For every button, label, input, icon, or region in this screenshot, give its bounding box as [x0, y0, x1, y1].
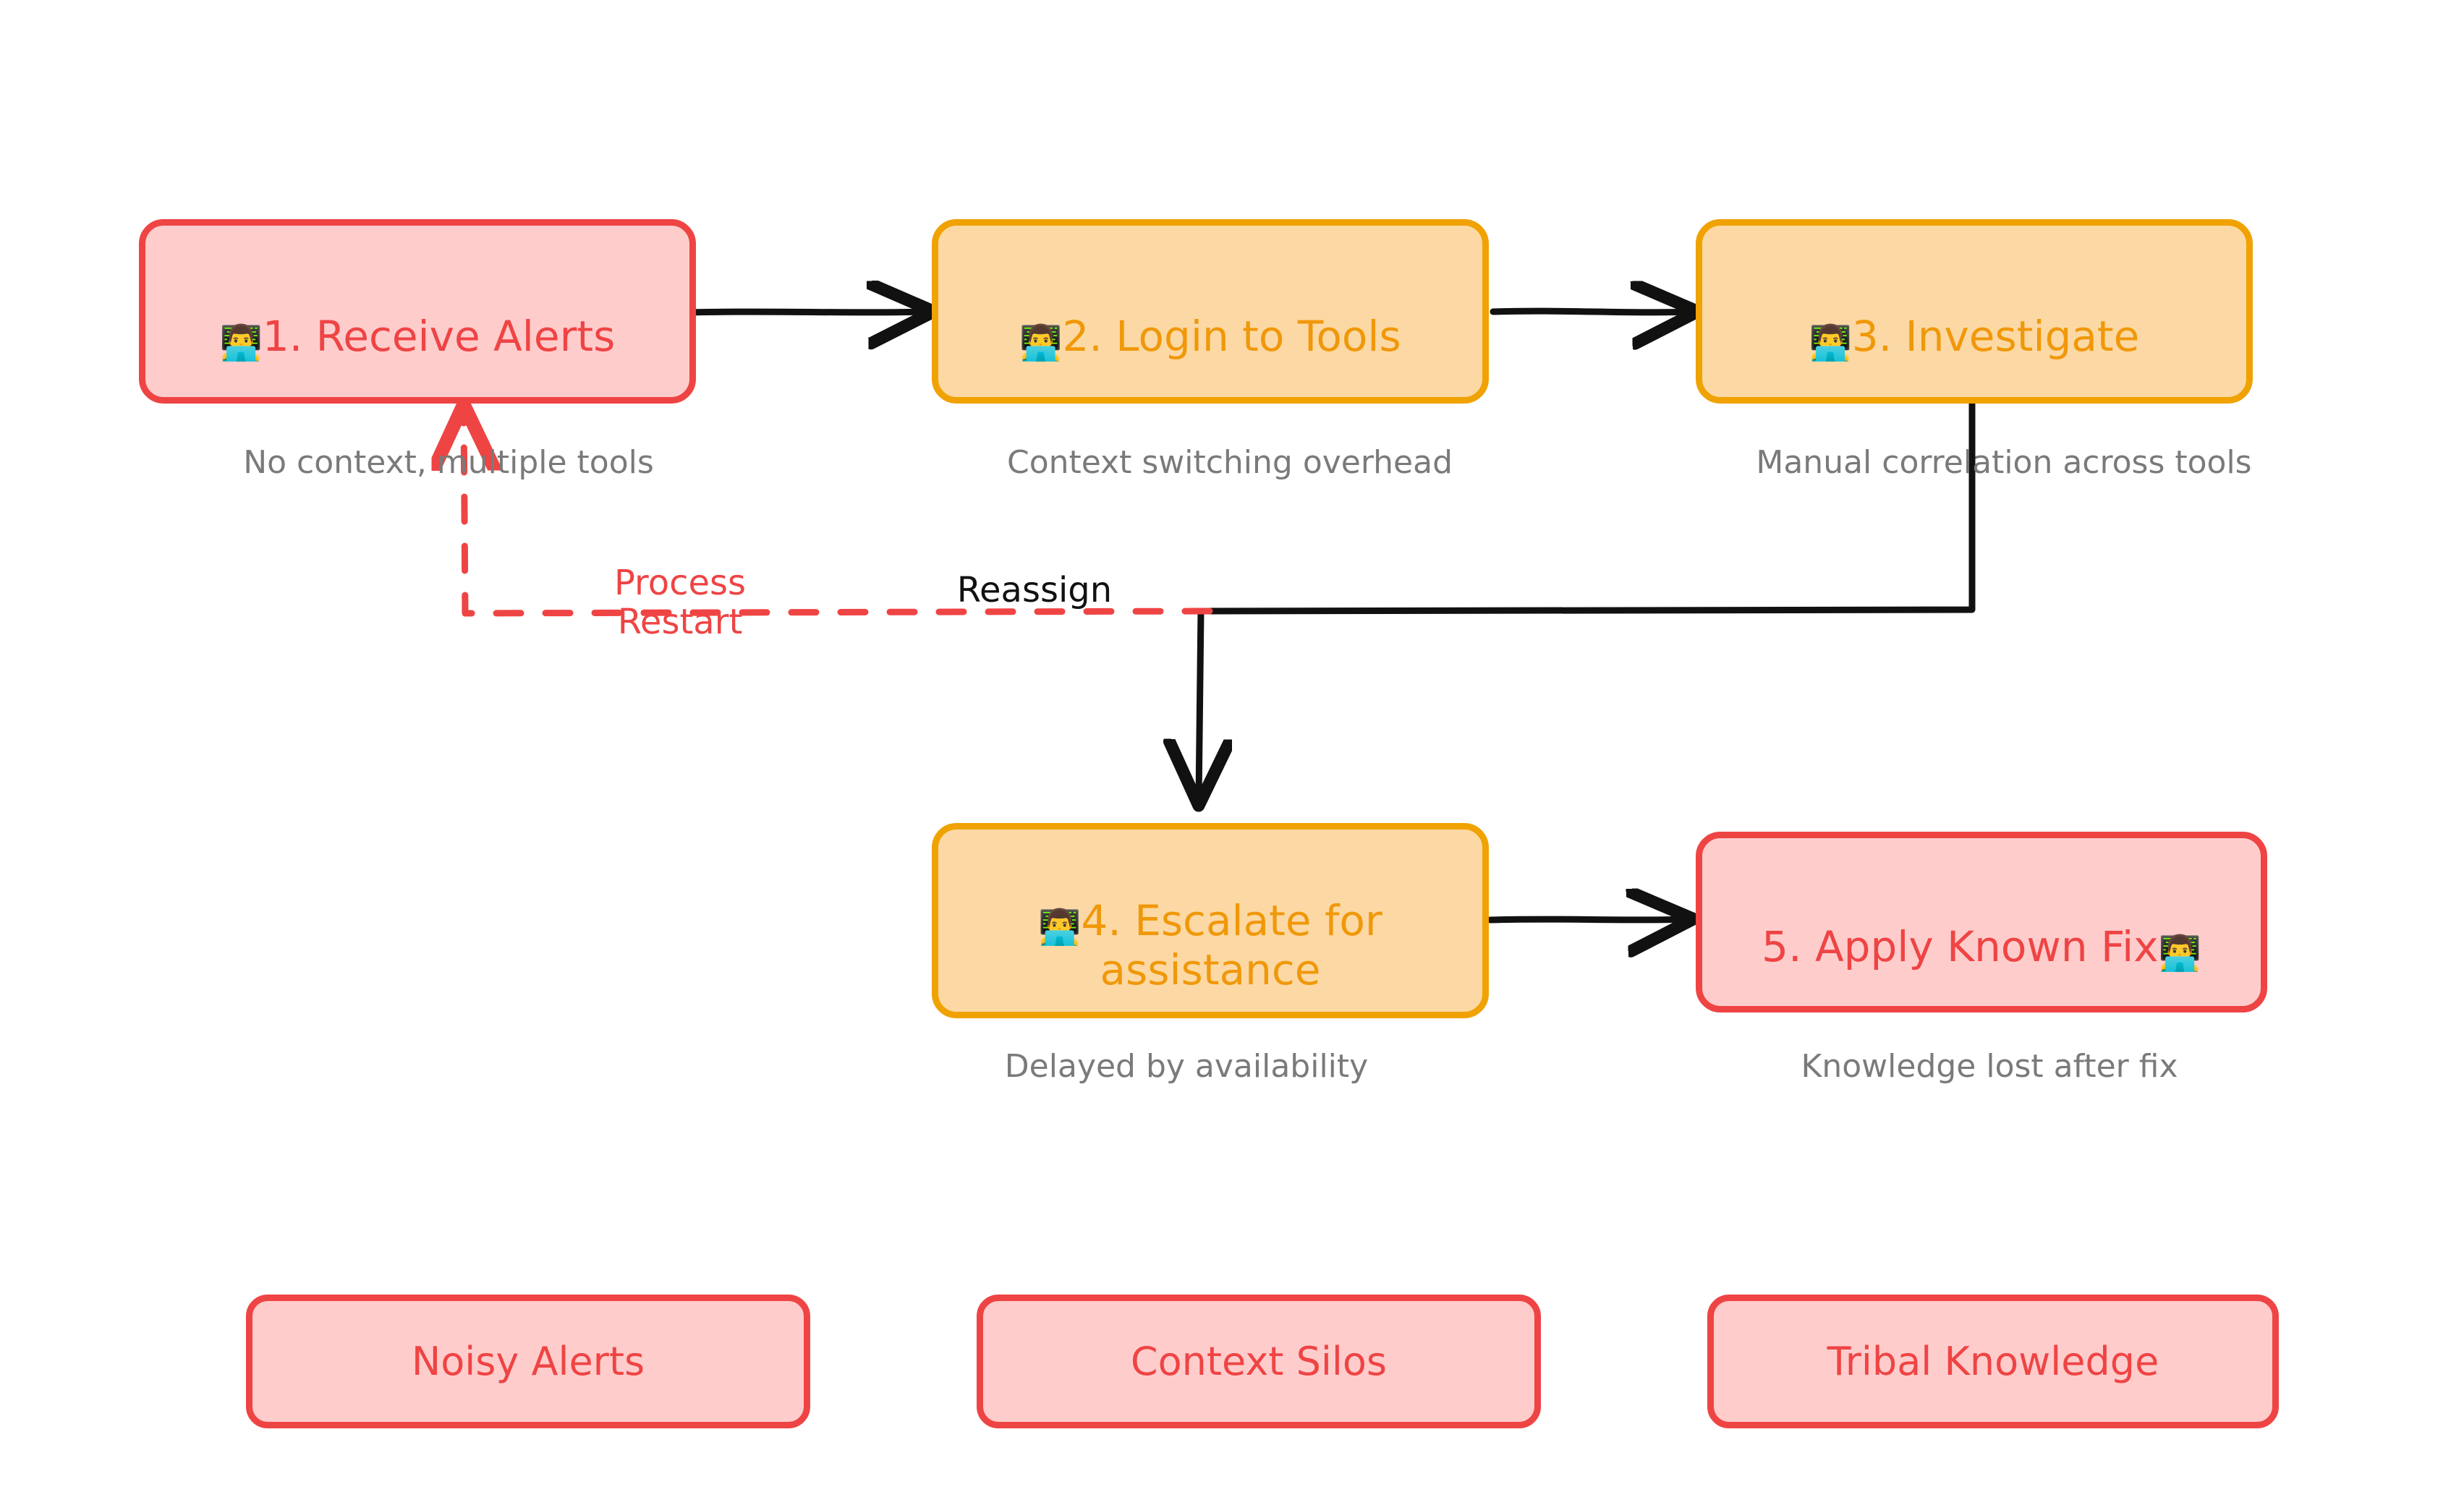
edge-n2-n3 — [1490, 311, 1691, 312]
man-technologist-icon: 👨‍💻 — [1809, 323, 1852, 363]
node-login-to-tools[interactable]: 👨‍💻2. Login to Tools — [932, 219, 1489, 404]
pain-point-label: Noisy Alerts — [411, 1339, 645, 1384]
pain-point-context-silos[interactable]: Context Silos — [977, 1295, 1541, 1428]
node-escalate-for-assistance[interactable]: 👨‍💻4. Escalate for assistance — [932, 823, 1489, 1018]
node-receive-alerts[interactable]: 👨‍💻1. Receive Alerts — [139, 219, 696, 404]
pain-point-label: Tribal Knowledge — [1827, 1339, 2159, 1384]
node-label: 4. Escalate for assistance — [1081, 895, 1382, 995]
edge-label-reassign: Reassign — [956, 570, 1113, 610]
node-investigate[interactable]: 👨‍💻3. Investigate — [1696, 219, 2253, 404]
node-caption-apply-known-fix: Knowledge lost after fix — [1801, 1048, 2178, 1085]
man-technologist-icon: 👨‍💻 — [1038, 907, 1082, 947]
node-caption-login-to-tools: Context switching overhead — [1006, 444, 1453, 481]
node-caption-investigate: Manual correlation across tools — [1756, 444, 2252, 481]
node-apply-known-fix[interactable]: 5. Apply Known Fix👨‍💻 — [1696, 832, 2267, 1012]
pain-point-label: Context Silos — [1130, 1339, 1388, 1384]
node-label: 3. Investigate — [1851, 311, 2140, 361]
man-technologist-icon: 👨‍💻 — [2158, 933, 2201, 973]
man-technologist-icon: 👨‍💻 — [219, 323, 263, 363]
node-label: 1. Receive Alerts — [262, 311, 616, 361]
node-caption-receive-alerts: No context, multiple tools — [243, 444, 654, 481]
node-label: 2. Login to Tools — [1062, 311, 1401, 361]
node-label: 5. Apply Known Fix — [1762, 922, 2159, 971]
man-technologist-icon: 👨‍💻 — [1019, 323, 1063, 363]
pain-point-tribal-knowledge[interactable]: Tribal Knowledge — [1707, 1295, 2279, 1428]
node-caption-escalate: Delayed by availability — [1004, 1048, 1369, 1085]
edge-n4-n5 — [1487, 919, 1687, 920]
pain-point-noisy-alerts[interactable]: Noisy Alerts — [246, 1295, 810, 1428]
edge-label-process-restart: Process Restart — [613, 563, 747, 642]
